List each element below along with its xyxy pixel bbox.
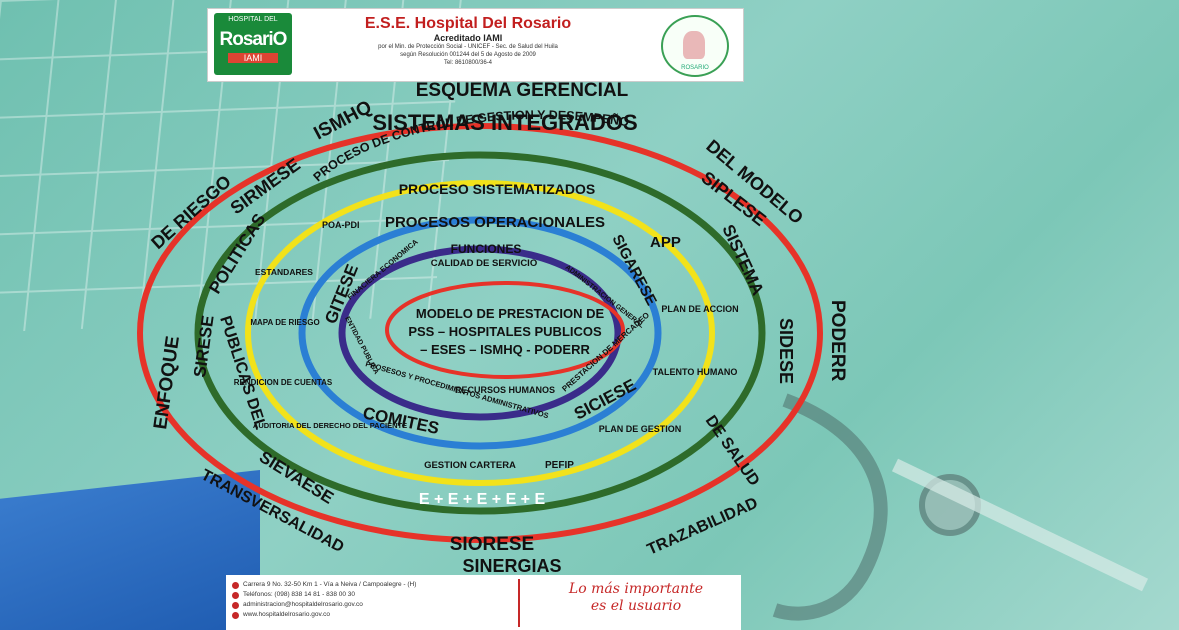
label-mapa-riesgo: MAPA DE RIESGO bbox=[250, 318, 319, 327]
label-sirese: SIRESE bbox=[190, 314, 217, 378]
core-line3: – ESES – ISMHQ - PODERR bbox=[420, 342, 590, 357]
label-rendicion: RENDICION DE CUENTAS bbox=[234, 378, 333, 387]
iami-seal-icon: ROSARIO bbox=[661, 15, 729, 77]
slogan: Lo más importante es el usuario bbox=[568, 581, 704, 614]
label-talento-humano: TALENTO HUMANO bbox=[653, 367, 738, 377]
phone-line: Teléfonos: (098) 838 14 81 - 838 00 30 bbox=[232, 590, 517, 600]
blue-ring bbox=[298, 216, 662, 450]
location-icon bbox=[232, 581, 239, 589]
label-sistema: SISTEMA bbox=[718, 222, 767, 299]
header-line1: por el Min. de Protección Social - UNICE… bbox=[378, 44, 558, 50]
label-publicas-del: PUBLICAS DEL bbox=[216, 314, 269, 432]
purple-ring bbox=[338, 245, 622, 421]
web-line[interactable]: www.hospitaldelrosario.gov.co bbox=[232, 610, 517, 620]
phone-icon bbox=[232, 591, 239, 599]
label-calidad-servicio: CALIDAD DE SERVICIO bbox=[431, 258, 537, 269]
label-plan-accion: PLAN DE ACCION bbox=[661, 304, 738, 314]
header-subtitle: Acreditado IAMI bbox=[433, 33, 503, 43]
label-eeee: E + E + E + E + E bbox=[419, 491, 546, 508]
label-procesos-operacionales: PROCESOS OPERACIONALES bbox=[385, 214, 605, 231]
label-proceso-sistematizados: PROCESO SISTEMATIZADOS bbox=[399, 181, 596, 197]
header-line3: Tel: 8610800/36-4 bbox=[443, 60, 493, 66]
core-line2: PSS – HOSPITALES PUBLICOS bbox=[408, 324, 602, 339]
yellow-ring bbox=[245, 180, 715, 486]
label-sidese: SIDESE bbox=[776, 318, 796, 384]
core-line1: MODELO DE PRESTACION DE bbox=[416, 306, 605, 321]
globe-icon bbox=[232, 611, 239, 619]
hospital-logo: HOSPITAL DEL RosariO IAMI bbox=[214, 13, 292, 75]
label-app: APP bbox=[650, 234, 681, 251]
label-funciones: FUNCIONES bbox=[451, 242, 522, 256]
inner-red-ring bbox=[385, 281, 625, 379]
label-estandares: ESTANDARES bbox=[255, 267, 313, 277]
header-title: E.S.E. Hospital Del Rosario bbox=[364, 15, 572, 32]
label-gestion-cartera: GESTION CARTERA bbox=[424, 460, 516, 471]
label-sistemas-integrados: SISTEMAS INTEGRADOS bbox=[372, 110, 637, 135]
label-enfoque: ENFOQUE bbox=[150, 335, 184, 431]
email-icon bbox=[232, 601, 239, 609]
header-line2: según Resolución 001244 del 5 de Agosto … bbox=[400, 52, 536, 58]
label-de-riesgo: DE RIESGO bbox=[147, 171, 235, 253]
label-sinergias: SINERGIAS bbox=[462, 556, 561, 576]
red-outer-ring bbox=[137, 123, 823, 543]
green-ring bbox=[194, 151, 766, 515]
label-trazabilidad: TRAZABILIDAD bbox=[645, 495, 761, 559]
header-text: E.S.E. Hospital Del Rosario Acreditado I… bbox=[303, 15, 633, 67]
label-poderr: PODERR bbox=[827, 300, 848, 382]
background-blue-corner bbox=[0, 470, 260, 630]
stethoscope-image bbox=[772, 393, 1149, 621]
label-esquema-gerencial: ESQUEMA GERENCIAL bbox=[416, 80, 629, 101]
footer-divider bbox=[518, 579, 520, 627]
address-line: Carrera 9 No. 32-50 Km 1 - Vía a Neiva /… bbox=[232, 580, 517, 590]
label-poa-pdi: POA-PDI bbox=[322, 220, 360, 230]
header-banner: HOSPITAL DEL RosariO IAMI E.S.E. Hospita… bbox=[207, 8, 744, 82]
label-pefip: PEFIP bbox=[545, 460, 574, 471]
contact-info: Carrera 9 No. 32-50 Km 1 - Vía a Neiva /… bbox=[232, 580, 517, 620]
label-auditoria: AUDITORIA DEL DERECHO DEL PACIENTE bbox=[253, 421, 407, 430]
label-de-salud: DE SALUD bbox=[702, 413, 763, 490]
footer-banner: Carrera 9 No. 32-50 Km 1 - Vía a Neiva /… bbox=[226, 575, 741, 630]
email-line[interactable]: administracion@hospitaldelrosario.gov.co bbox=[232, 600, 517, 610]
label-recursos-humanos: RECURSOS HUMANOS bbox=[455, 385, 555, 395]
label-plan-gestion: PLAN DE GESTION bbox=[599, 424, 682, 434]
label-siorese: SIORESE bbox=[450, 534, 534, 555]
